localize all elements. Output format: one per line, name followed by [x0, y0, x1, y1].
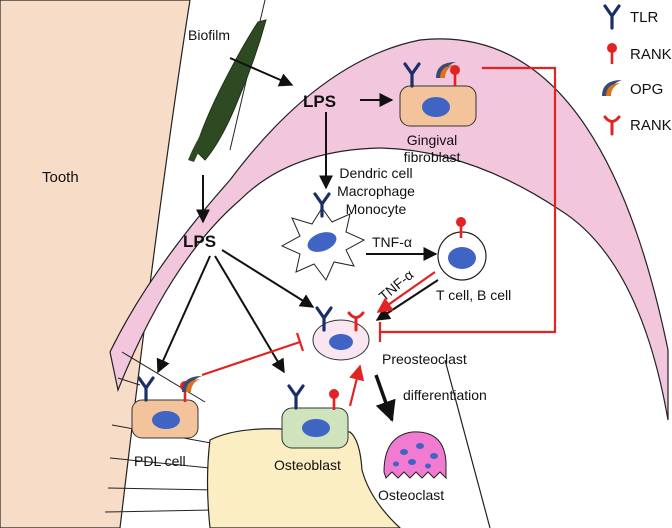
- tlr-icon: [137, 376, 155, 402]
- rankl-icon: [327, 387, 341, 412]
- gingival-fibroblast-cell: [399, 62, 477, 127]
- legend-label: RANK: [630, 117, 672, 134]
- osteoclast-label: Osteoclast: [378, 487, 444, 503]
- t-b-cell-label: T cell, B cell: [436, 287, 511, 303]
- dendritic-cell-label: Dendric cell: [339, 165, 412, 181]
- preosteoclast-cell: [312, 306, 370, 361]
- t-b-cell: [437, 215, 487, 281]
- preosteoclast-label: Preosteoclast: [382, 351, 467, 367]
- tooth-region: [0, 0, 191, 528]
- pdl-cell: [131, 376, 202, 439]
- macrophage-label: Macrophage: [337, 183, 415, 199]
- gingival-fibroblast-label: Gingival: [407, 132, 458, 148]
- osteoblast-label: Osteoblast: [274, 457, 341, 473]
- differentiation-label: differentiation: [403, 387, 487, 403]
- legend: TLR RANKL OPG RANK: [602, 4, 672, 136]
- legend-label: RANKL: [630, 46, 672, 63]
- tnf-alpha-label: TNF-α: [372, 234, 412, 250]
- opg-icon: [182, 376, 202, 392]
- legend-rank-icon: [603, 115, 621, 136]
- red-inhibition-lines: [201, 66, 557, 407]
- lps-left-label: LPS: [183, 232, 216, 251]
- tooth-label: Tooth: [42, 169, 79, 186]
- tlr-icon: [287, 384, 305, 410]
- bone-edge-line: [444, 359, 491, 528]
- biofilm-label: Biofilm: [188, 27, 230, 43]
- osteoclast-cell: [383, 431, 447, 480]
- osteoblast-cell: [281, 384, 349, 449]
- gingiva-region: [109, 38, 669, 421]
- monocyte-label: Monocyte: [346, 201, 407, 217]
- lps-top-label: LPS: [303, 92, 336, 111]
- alveolar-bone: [206, 428, 401, 528]
- black-arrows: [156, 57, 439, 422]
- legend-opg-icon: [602, 80, 622, 96]
- dendritic-cell: [280, 192, 366, 281]
- legend-label: TLR: [630, 9, 659, 26]
- legend-rankl-icon: [605, 41, 619, 66]
- biofilm-fragment-icon: [188, 120, 214, 162]
- legend-tlr-icon: [603, 4, 621, 30]
- legend-label: OPG: [630, 81, 663, 98]
- tlr-icon: [313, 192, 331, 218]
- pdl-cell-label: PDL cell: [134, 453, 186, 469]
- gingival-fibroblast-label: fibroblast: [404, 149, 461, 165]
